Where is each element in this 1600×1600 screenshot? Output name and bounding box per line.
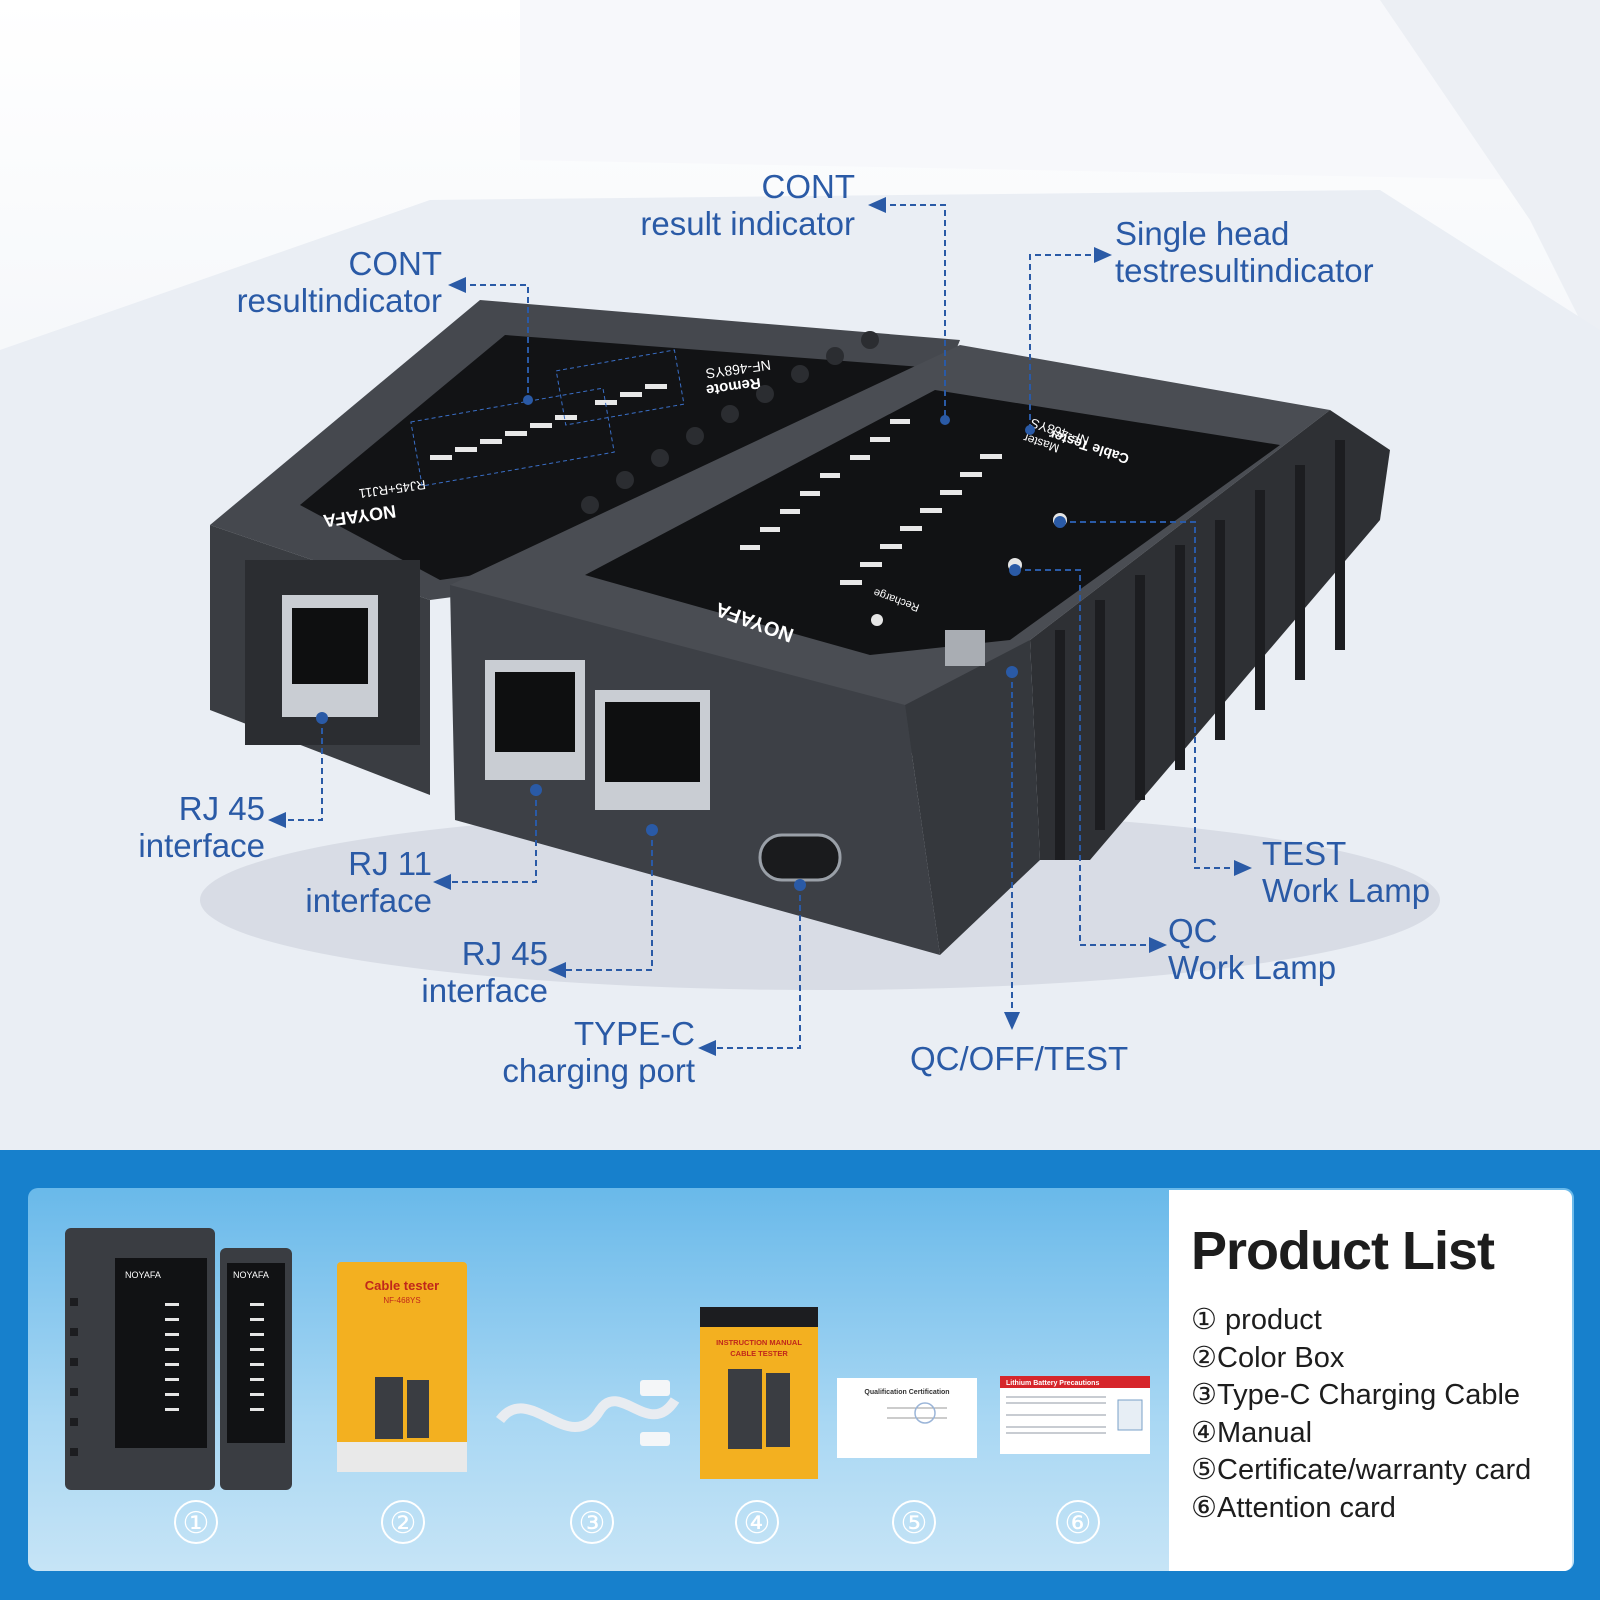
- master-unit: NOYAFA Cable Tester NF-468YS Master Rech…: [450, 345, 1390, 955]
- callout-rj11: RJ 11 interface: [305, 845, 432, 919]
- callout-cont-left: CONT resultindicator: [236, 245, 442, 319]
- list-item: ⑥Attention card: [1191, 1491, 1396, 1524]
- thumb-color-box: Cable tester NF-468YS: [337, 1262, 467, 1472]
- item-number-1: ①: [174, 1500, 218, 1544]
- thumb-attention-card: Lithium Battery Precautions: [1000, 1376, 1150, 1454]
- thumb-typec-cable: [496, 1380, 680, 1446]
- typec-port: [758, 833, 842, 882]
- item-number-6: ⑥: [1056, 1500, 1100, 1544]
- item-number-4: ④: [735, 1500, 779, 1544]
- callout-rj45-remote: RJ 45 interface: [138, 790, 265, 864]
- list-item: ②Color Box: [1191, 1341, 1345, 1374]
- certificate-title: Qualification Certification: [864, 1389, 949, 1396]
- callout-markers: [268, 197, 1252, 1056]
- callout-cont-center: CONT result indicator: [640, 168, 855, 242]
- callout-rj45-master: RJ 45 interface: [421, 935, 548, 1009]
- item-number-2: ②: [381, 1500, 425, 1544]
- product-list-title: Product List: [1191, 1221, 1495, 1281]
- callout-switch: QC/OFF/TEST: [910, 1040, 1129, 1077]
- box-title: Cable tester: [365, 1278, 439, 1293]
- box-model: NF-468YS: [383, 1296, 420, 1305]
- callout-typec: TYPE-C charging port: [502, 1015, 695, 1089]
- thumb-certificate: Qualification Certification: [837, 1378, 977, 1458]
- list-item: ③Type-C Charging Cable: [1191, 1379, 1521, 1411]
- callout-lines: [280, 204, 1240, 1049]
- thumb-remote-brand: NOYAFA: [233, 1270, 269, 1280]
- manual-subtitle: CABLE TESTER: [730, 1349, 788, 1358]
- mode-switch: [945, 630, 985, 666]
- manual-title: INSTRUCTION MANUAL: [716, 1338, 802, 1347]
- thumb-manual: INSTRUCTION MANUAL CABLE TESTER: [700, 1307, 818, 1479]
- list-item: ⑤Certificate/warranty card: [1191, 1454, 1532, 1486]
- product-hero: NOYAFA NF-468YS Remote RJ45+RJ11: [0, 0, 1600, 1150]
- callout-single-head: Single head testresultindicator: [1115, 215, 1374, 289]
- attention-title: Lithium Battery Precautions: [1006, 1380, 1099, 1387]
- product-list-card: Product List ① product ②Color Box ③Type-…: [1169, 1190, 1572, 1571]
- thumb-product-brand: NOYAFA: [125, 1270, 161, 1280]
- thumb-product: NOYAFA NOYAFA: [65, 1228, 292, 1490]
- callout-qc-lamp: QC Work Lamp: [1168, 912, 1337, 986]
- callout-test-lamp: TEST Work Lamp: [1262, 835, 1431, 909]
- list-item: ④Manual: [1191, 1416, 1313, 1449]
- item-number-3: ③: [570, 1500, 614, 1544]
- device-illustration: NOYAFA NF-468YS Remote RJ45+RJ11: [200, 197, 1440, 1056]
- item-number-5: ⑤: [892, 1500, 936, 1544]
- list-item: ① product: [1191, 1304, 1322, 1336]
- product-list-items: ① product ②Color Box ③Type-C Charging Ca…: [1191, 1302, 1531, 1527]
